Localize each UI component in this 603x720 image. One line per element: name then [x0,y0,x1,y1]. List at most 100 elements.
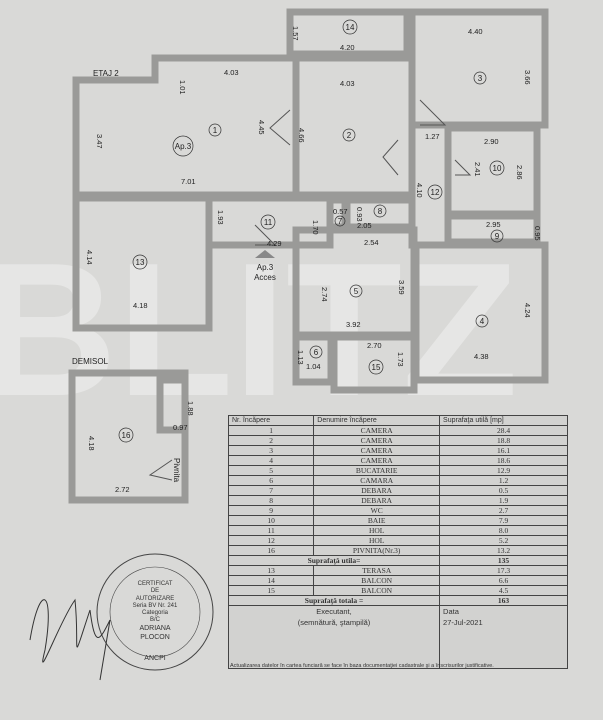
footer-note: Actualizarea datelor în cartea funciară … [230,663,494,669]
svg-text:3.47: 3.47 [95,134,104,149]
room-number: 14 [227,575,315,586]
room-area: 1.2 [439,475,568,486]
room-number: 5 [227,465,315,476]
room-numbers [118,19,505,443]
svg-text:4.29: 4.29 [267,239,282,248]
svg-text:7.01: 7.01 [181,177,196,186]
room-number: 9 [227,505,315,516]
svg-text:2.54: 2.54 [364,238,379,247]
svg-text:1.27: 1.27 [425,132,440,141]
room-name: HOL [313,535,441,546]
svg-text:CERTIFICAT: CERTIFICAT [138,581,173,587]
room-number: 3 [227,445,315,456]
room-name: BALCON [313,585,441,596]
room-area: 16.1 [439,445,568,456]
room-14: 14 [346,23,355,32]
room-area: 4.5 [439,585,568,596]
svg-text:2.70: 2.70 [367,341,382,350]
room-12: 12 [431,188,440,197]
svg-text:2.86: 2.86 [515,165,524,180]
room-area: 18.8 [439,435,568,446]
svg-text:ADRIANA: ADRIANA [139,625,170,632]
room-8: 8 [378,207,383,216]
room-name: CAMERA [313,425,441,436]
svg-text:4.40: 4.40 [468,27,483,36]
room-number: 10 [227,515,315,526]
svg-text:1.01: 1.01 [178,80,187,95]
room-name: BUCATARIE [313,465,441,476]
svg-text:2.72: 2.72 [115,485,130,494]
room-15: 15 [372,363,381,372]
room-number: 16 [227,545,315,556]
room-number: 6 [227,475,315,486]
room-1: 1 [213,126,218,135]
room-number: 2 [227,435,315,446]
dimensions: 1.57 4.20 4.03 1.01 4.45 4.66 3.47 7.01 … [85,26,542,494]
svg-text:2.90: 2.90 [484,137,499,146]
svg-text:4.24: 4.24 [523,303,532,318]
room-area: 1.9 [439,495,568,506]
executant-label: Executant, [316,607,352,616]
svg-text:Seria BV Nr. 241: Seria BV Nr. 241 [133,603,178,609]
svg-text:AUTORIZARE: AUTORIZARE [136,596,175,602]
svg-text:4.03: 4.03 [340,79,355,88]
svg-text:ANCPI: ANCPI [144,655,165,662]
room-9: 9 [495,232,500,241]
room-11: 11 [264,218,273,227]
room-number: 15 [227,585,315,596]
room-name: DEBARA [313,485,441,496]
room-area: 5.2 [439,535,568,546]
svg-text:4.20: 4.20 [340,43,355,52]
room-name: BALCON [313,575,441,586]
svg-text:4.03: 4.03 [224,68,239,77]
svg-text:DE: DE [151,588,159,594]
room-number: 4 [227,455,315,466]
door-swings [148,99,472,481]
walls [68,8,549,504]
svg-text:1.57: 1.57 [291,26,300,41]
svg-text:1.88: 1.88 [186,401,195,416]
room-area: 18.6 [439,455,568,466]
room-name: CAMERA [313,435,441,446]
svg-text:2.41: 2.41 [473,162,482,177]
svg-text:3.92: 3.92 [346,320,361,329]
room-5: 5 [354,287,359,296]
svg-text:4.18: 4.18 [87,436,96,451]
room-number: 7 [227,485,315,496]
floor-label: ETAJ 2 [93,69,119,78]
svg-text:1.73: 1.73 [396,352,405,367]
room-name: CAMERA [313,455,441,466]
svg-text:3.66: 3.66 [523,70,532,85]
svg-text:4.14: 4.14 [85,250,94,265]
room-name: DEBARA [313,495,441,506]
room-name: TERASA [313,565,441,576]
room-name: PIVNITA(Nr.3) [313,545,441,556]
room-4: 4 [480,317,485,326]
room-6: 6 [314,348,319,357]
access-arrow-icon [255,250,275,258]
svg-text:4.38: 4.38 [474,352,489,361]
date-value: 27-Jul-2021 [443,618,483,627]
table-header: Nr. încăpere Denumire încăpere Suprafaţa… [227,415,568,426]
svg-text:3.59: 3.59 [397,280,406,295]
room-number: 12 [227,535,315,546]
useful-area-row: Suprafaţă utila= 135 [227,555,568,566]
room-area: 12.9 [439,465,568,476]
svg-text:1.04: 1.04 [306,362,321,371]
svg-text:1.13: 1.13 [296,350,305,365]
